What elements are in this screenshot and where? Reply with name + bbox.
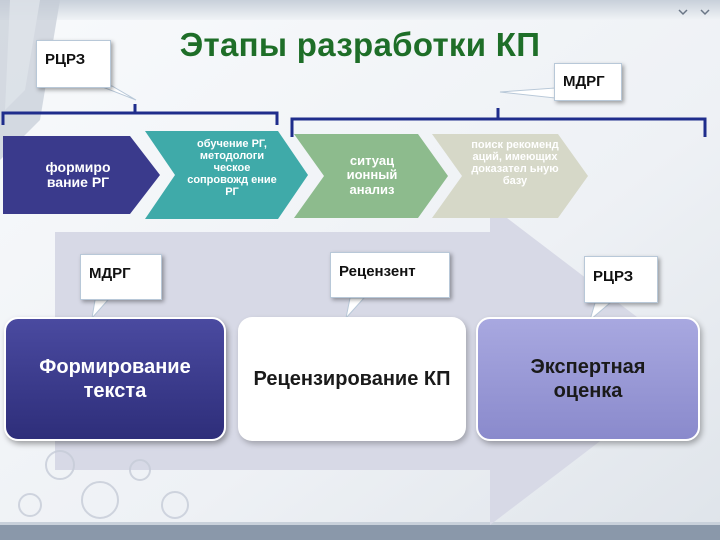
callout-reviewer: Рецензент [330,252,450,298]
step-label-4: поиск рекоменд аций, имеющих доказател ь… [470,139,560,187]
callout-rcrz-bottom: РЦРЗ [584,256,658,303]
callout-mdrg-bottom: МДРГ [80,254,162,300]
step-label-3: ситуац ионный анализ [334,154,410,197]
chevron-down-icon [678,4,688,14]
stage-label-text-formation: Формирование текста [25,355,205,403]
stage-box-text-formation: Формирование текста [4,317,226,441]
stage-box-review: Рецензирование КП [238,317,466,441]
chevron-down-icon-2 [700,4,710,14]
step-label-2: обучение РГ, методологи ческое сопровожд… [186,138,278,198]
stage-label-expert-assessment: Экспертная оценка [503,355,673,403]
step-label-1: формиро вание РГ [28,160,128,191]
stage-label-review: Рецензирование КП [252,367,452,391]
stage-box-expert-assessment: Экспертная оценка [476,317,700,441]
